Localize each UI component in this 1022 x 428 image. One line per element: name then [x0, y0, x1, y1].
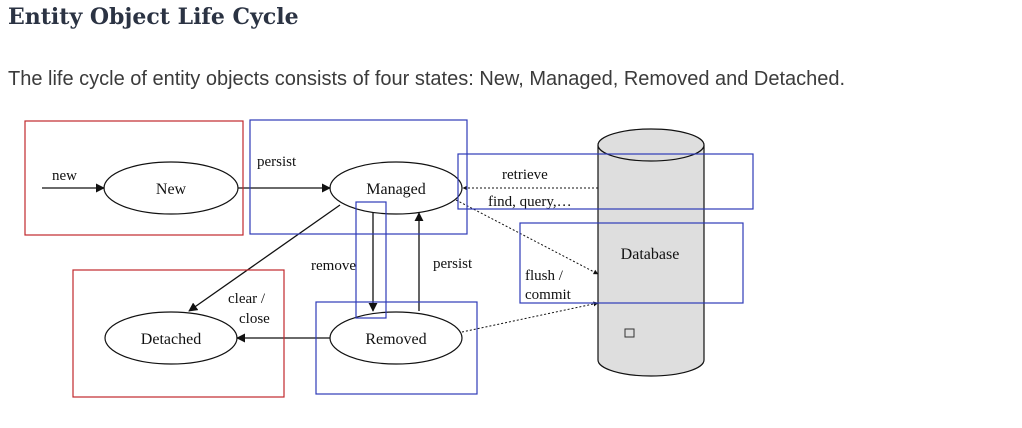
label-close: close	[239, 311, 270, 327]
red-box-detached	[72, 269, 285, 398]
arrow-flush-managed	[455, 199, 599, 275]
state-new-label: New	[156, 181, 187, 198]
label-flush: flush /	[525, 268, 564, 284]
label-persist-top: persist	[257, 154, 297, 170]
highlight-boxes	[24, 119, 754, 398]
database-cylinder	[597, 128, 705, 377]
state-managed-label: Managed	[366, 181, 426, 198]
arrow-flush-removed	[461, 301, 599, 333]
blue-box-retrieve	[457, 153, 754, 210]
cursor-marker	[624, 328, 635, 338]
database-label: Database	[621, 246, 680, 263]
blue-box-flush	[519, 222, 744, 304]
label-find-query: find, query,…	[488, 194, 572, 210]
state-removed-label: Removed	[365, 331, 426, 348]
label-clear: clear /	[228, 291, 266, 307]
intro-text: The life cycle of entity objects consist…	[8, 68, 846, 90]
blue-box-remove	[355, 201, 387, 319]
state-detached-label: Detached	[141, 331, 201, 348]
arrow-managed-detached	[188, 204, 341, 312]
label-persist-back: persist	[433, 256, 473, 272]
blue-box-removed	[315, 301, 478, 395]
label-retrieve: retrieve	[502, 167, 548, 183]
red-box-new	[24, 120, 244, 236]
page-title: Entity Object Life Cycle	[8, 4, 299, 30]
blue-box-managed	[249, 119, 468, 235]
label-new: new	[52, 168, 77, 184]
label-commit: commit	[525, 287, 572, 303]
label-remove: remove	[311, 258, 356, 274]
